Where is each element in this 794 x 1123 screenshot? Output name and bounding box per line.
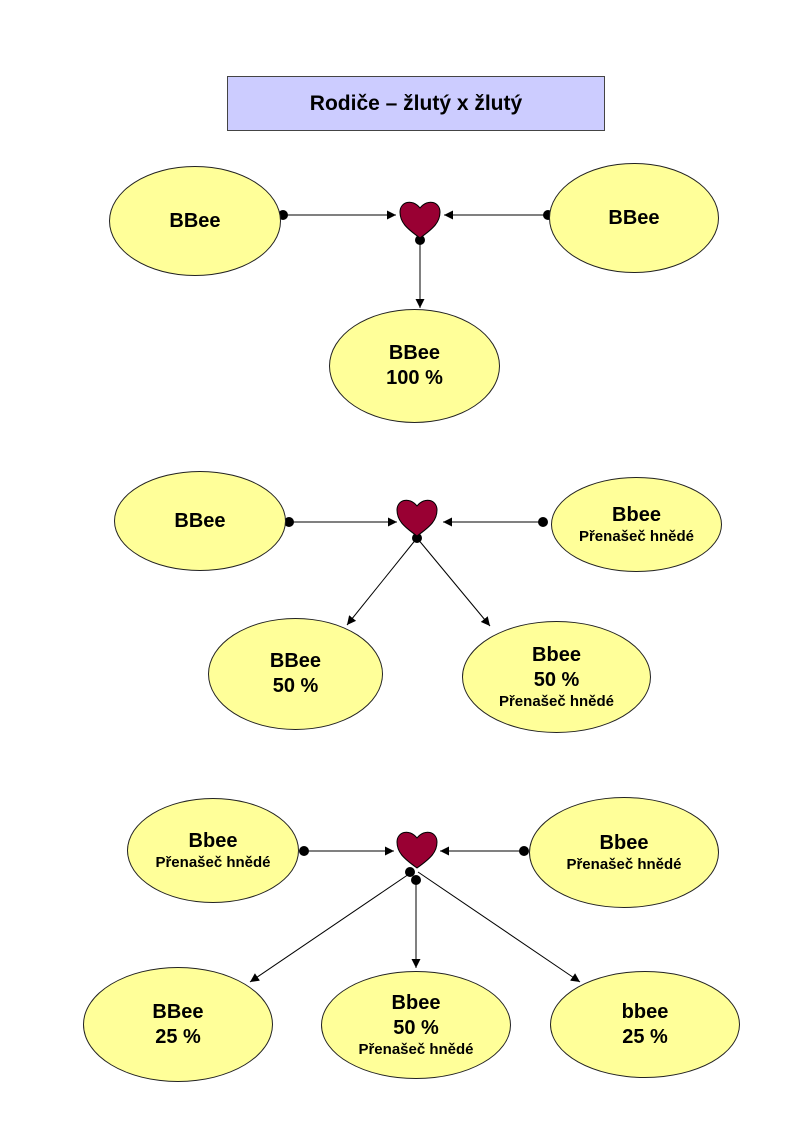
parent-node: BBee xyxy=(109,166,281,276)
diagram-title: Rodiče – žlutý x žlutý xyxy=(227,76,605,131)
cross-1-connectors xyxy=(278,201,553,308)
cross-2-connectors xyxy=(284,499,548,627)
parent-node: BBee xyxy=(114,471,286,571)
offspring-node: bbee 25 % xyxy=(550,971,740,1078)
heart-icon xyxy=(396,831,438,869)
offspring-node: Bbee 50 % Přenašeč hnědé xyxy=(462,621,651,733)
parent-node: Bbee Přenašeč hnědé xyxy=(529,797,719,908)
offspring-node: BBee 50 % xyxy=(208,618,383,730)
parent-node: Bbee Přenašeč hnědé xyxy=(127,798,299,903)
heart-icon xyxy=(399,201,441,239)
offspring-node: BBee 25 % xyxy=(83,967,273,1082)
offspring-node: Bbee 50 % Přenašeč hnědé xyxy=(321,971,511,1079)
cross-3-connectors xyxy=(249,831,581,983)
parent-node: BBee xyxy=(549,163,719,273)
offspring-node: BBee 100 % xyxy=(329,309,500,423)
heart-icon xyxy=(396,499,438,537)
parent-node: Bbee Přenašeč hnědé xyxy=(551,477,722,572)
